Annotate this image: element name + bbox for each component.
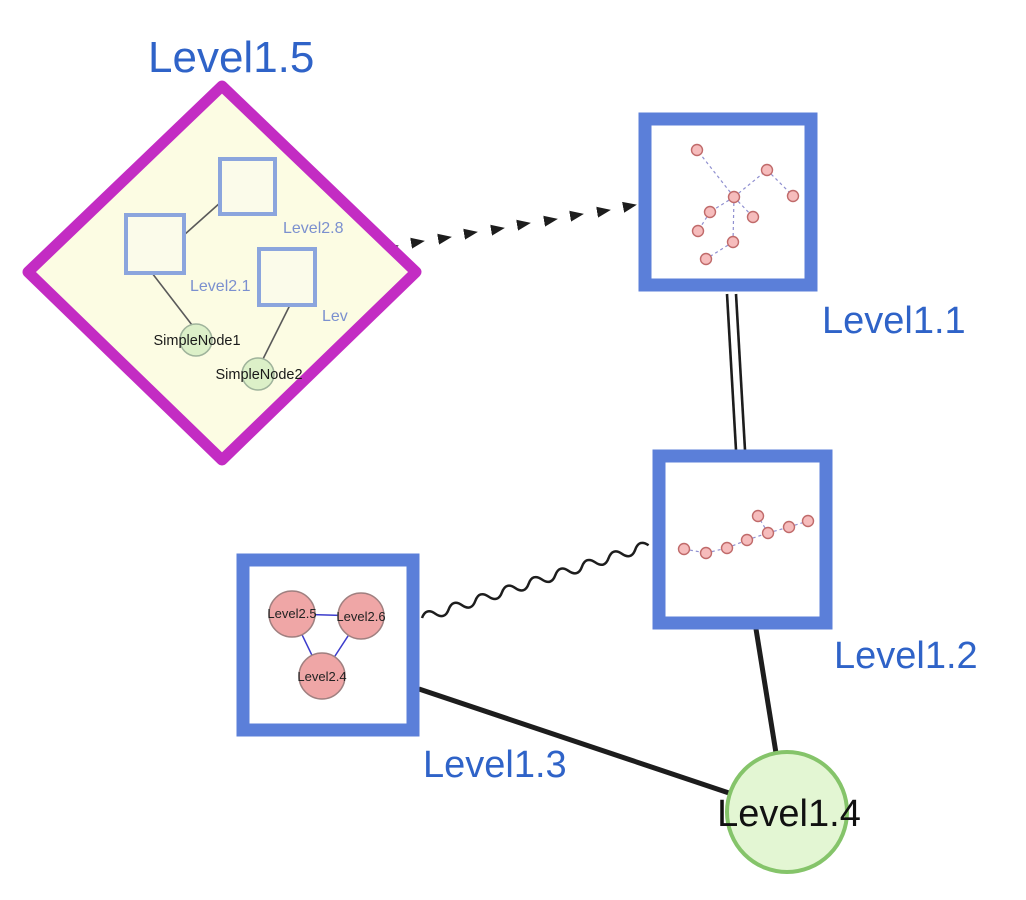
edge-level12-to-level14[interactable]	[753, 628, 779, 754]
level15-group: Level1.5 Level2.8 Level2.1 Lev SimpleNod…	[22, 33, 422, 466]
level25-node[interactable]	[268, 590, 316, 638]
level13-node[interactable]	[236, 553, 420, 737]
edge-level11-to-level12-line2	[734, 293, 747, 451]
top-level-edges	[384, 201, 779, 796]
level11-label: Level1.1	[822, 300, 966, 342]
level12-subnode[interactable]	[801, 514, 815, 528]
edge-level15-to-level11[interactable]	[384, 201, 637, 254]
level12-label: Level1.2	[834, 635, 978, 677]
level12-subnode[interactable]	[782, 520, 796, 534]
level13-label: Level1.3	[423, 744, 567, 786]
level21-node[interactable]	[124, 213, 186, 275]
level14-group: Level1.4	[717, 750, 861, 874]
level26-node[interactable]	[337, 592, 385, 640]
edge-level13-to-level14[interactable]	[418, 686, 730, 796]
level14-label: Level1.4	[717, 793, 861, 835]
level12-group: Level1.2	[652, 449, 978, 677]
edge-lev-to-simplenode2	[262, 304, 291, 360]
level11-subedge	[733, 196, 754, 218]
simplenode1-label: SimpleNode1	[153, 333, 240, 349]
simplenode2-label: SimpleNode2	[215, 367, 302, 383]
level15-inner-edges	[151, 201, 291, 360]
edge-level21-to-simplenode1	[151, 272, 193, 326]
level11-group: Level1.1	[638, 112, 966, 342]
level25-label: Level2.5	[267, 606, 316, 621]
level24-label: Level2.4	[297, 669, 346, 684]
level12-subnode[interactable]	[677, 542, 691, 556]
edge-level21-to-level28	[183, 201, 222, 236]
simplenode1-node[interactable]	[179, 323, 213, 357]
edge-level13-to-level12[interactable]	[420, 541, 650, 622]
edge-level11-to-level12[interactable]	[725, 293, 747, 451]
level26-label: Level2.6	[336, 609, 385, 624]
lev-node[interactable]	[257, 247, 317, 307]
edge-level11-to-level12-line1	[725, 293, 738, 451]
level11-node[interactable]	[638, 112, 818, 292]
level28-label: Level2.8	[283, 220, 344, 237]
level12-subnode[interactable]	[699, 546, 713, 560]
level13-group: Level2.5 Level2.6 Level2.4 Level1.3	[236, 553, 567, 786]
level14-node[interactable]	[725, 750, 849, 874]
level11-subgraph-nodes	[690, 143, 800, 266]
level11-subnode[interactable]	[760, 163, 774, 177]
level12-subnode[interactable]	[751, 509, 765, 523]
level11-subedge	[732, 196, 735, 243]
level11-subnode[interactable]	[691, 224, 705, 238]
level11-subnode[interactable]	[746, 210, 760, 224]
level11-subnode[interactable]	[699, 252, 713, 266]
level12-subnode[interactable]	[761, 526, 775, 540]
level11-subedge	[696, 149, 735, 198]
level12-subnode[interactable]	[740, 533, 754, 547]
level24-node[interactable]	[298, 652, 346, 700]
level12-subgraph-nodes	[677, 509, 815, 560]
level15-label: Level1.5	[148, 33, 314, 82]
level21-label: Level2.1	[190, 278, 251, 295]
level11-subnode[interactable]	[726, 235, 740, 249]
level11-subnode[interactable]	[703, 205, 717, 219]
simplenode2-node[interactable]	[241, 357, 275, 391]
level28-node[interactable]	[218, 157, 277, 216]
lev-label: Lev	[322, 308, 348, 325]
level11-subedge	[709, 196, 735, 213]
level11-subnode[interactable]	[690, 143, 704, 157]
level11-subnode[interactable]	[786, 189, 800, 203]
level12-subnode[interactable]	[720, 541, 734, 555]
level11-subnode[interactable]	[727, 190, 741, 204]
level11-subedge	[733, 169, 768, 198]
level15-diamond-node[interactable]	[22, 80, 422, 466]
